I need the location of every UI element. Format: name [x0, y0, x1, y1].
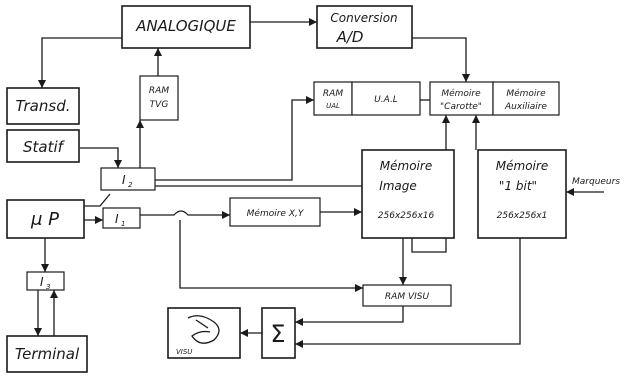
- mem-aux-label-2: Auxiliaire: [504, 102, 547, 112]
- mem-image-label-1: Mémoire: [380, 159, 432, 173]
- block-analogique: ANALOGIQUE: [122, 6, 250, 48]
- wire-conversion-to-carotte: [412, 38, 466, 82]
- ram-tvg-label-2: TVG: [150, 100, 169, 110]
- block-ram-tvg: RAM TVG: [140, 76, 178, 120]
- mem-1bit-dims: 256x256x1: [497, 211, 548, 221]
- block-transd: Transd.: [7, 88, 79, 124]
- block-memoire-1bit: Mémoire "1 bit" 256x256x1: [478, 150, 566, 238]
- i1-sub: 1: [121, 220, 125, 228]
- wire-i1-to-ramvisu: [180, 220, 363, 288]
- ram-ual-label-2: UAL: [326, 102, 340, 110]
- block-microprocessor: μ P: [7, 200, 84, 238]
- visu-label: VISU: [176, 348, 192, 356]
- block-i1: I 1: [103, 208, 140, 228]
- up-label: μ P: [30, 209, 59, 230]
- statif-label: Statif: [23, 138, 66, 156]
- block-ram-ual: RAM UAL: [314, 82, 352, 115]
- block-memoire-carotte: Mémoire "Carotte": [430, 82, 493, 115]
- wire-ramvisu-to-sigma: [295, 306, 403, 322]
- mem-carotte-label-1: Mémoire: [441, 88, 481, 99]
- i3-label: I: [40, 275, 44, 289]
- wire-analogique-to-transd: [42, 38, 122, 88]
- i2-label: I: [122, 173, 126, 187]
- block-statif: Statif: [7, 130, 79, 162]
- ram-tvg-label-1: RAM: [149, 86, 169, 96]
- mem-aux-label-1: Mémoire: [506, 88, 546, 99]
- ram-visu-label: RAM VISU: [385, 292, 430, 302]
- analogique-label: ANALOGIQUE: [135, 17, 236, 35]
- mem-xy-label: Mémoire X,Y: [247, 208, 305, 219]
- block-memoire-auxiliaire: Mémoire Auxiliaire: [493, 82, 559, 115]
- block-i3: I 3: [27, 272, 64, 291]
- wire-up-to-i2: [84, 194, 110, 206]
- ram-ual-label-1: RAM: [323, 89, 343, 99]
- conversion-label: Conversion: [330, 11, 397, 25]
- block-sigma: Σ: [262, 308, 295, 358]
- mem-1bit-label-1: Mémoire: [496, 159, 548, 173]
- block-terminal: Terminal: [7, 336, 87, 372]
- block-i2: I 2: [101, 168, 155, 190]
- block-ram-visu: RAM VISU: [363, 285, 451, 306]
- terminal-label: Terminal: [15, 345, 80, 363]
- ad-label: A/D: [336, 28, 364, 46]
- mem-image-label-2: Image: [379, 179, 417, 193]
- mem-1bit-label-2: "1 bit": [499, 179, 537, 193]
- i3-sub: 3: [46, 283, 50, 291]
- wire-i2-to-ramual: [155, 100, 314, 180]
- block-memoire-xy: Mémoire X,Y: [230, 198, 320, 226]
- block-visu: VISU: [168, 308, 240, 358]
- wire-statif-to-i2: [80, 148, 118, 168]
- mem-carotte-label-2: "Carotte": [440, 102, 482, 112]
- block-ual: U.A.L: [352, 82, 420, 115]
- transd-label: Transd.: [16, 97, 71, 115]
- block-memoire-image: Mémoire Image 256x256x16: [362, 150, 454, 238]
- i2-sub: 2: [128, 181, 133, 189]
- mem-image-dims: 256x256x16: [378, 211, 435, 221]
- i1-label: I: [115, 212, 119, 226]
- marqueurs-label: Marqueurs: [572, 177, 620, 187]
- sigma-label: Σ: [270, 320, 285, 348]
- wire-i1-to-memxy: [140, 211, 230, 215]
- block-conversion-ad: Conversion A/D: [317, 6, 412, 48]
- ual-label: U.A.L: [374, 95, 398, 105]
